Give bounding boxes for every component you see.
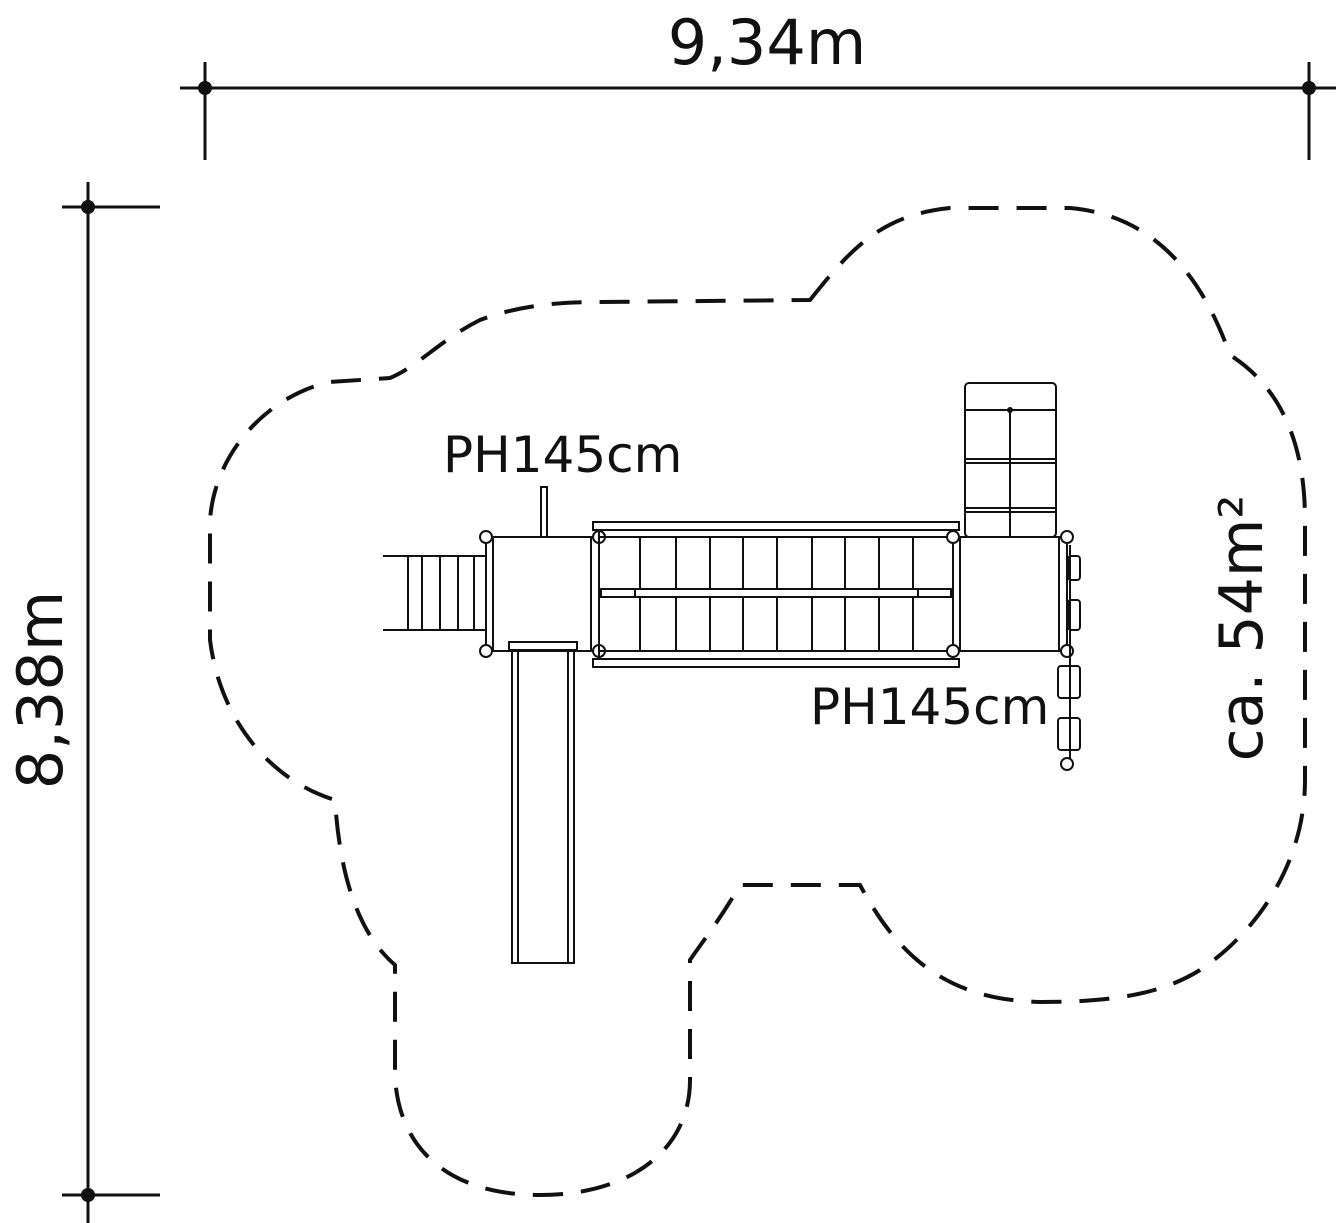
width-dimension-label: 9,34m — [668, 6, 866, 79]
climbing-wall — [964, 382, 1057, 538]
width-dimension: 9,34m — [180, 6, 1336, 160]
safety-area-label: ca. 54m² — [1207, 495, 1277, 762]
safety-zone-outline — [208, 206, 1307, 1198]
slide — [508, 641, 578, 964]
left-platform — [479, 486, 606, 658]
width-dimension-end-dot — [198, 81, 212, 95]
height-dimension-end-dot — [81, 1188, 95, 1202]
right-platform-height-label: PH145cm — [810, 678, 1049, 736]
height-dimension: 8,38m — [4, 182, 160, 1223]
climbing-holds — [1057, 545, 1081, 771]
height-dimension-end-dot — [81, 200, 95, 214]
bridge — [592, 521, 960, 668]
height-dimension-label: 8,38m — [4, 591, 77, 789]
right-platform — [946, 530, 1074, 658]
width-dimension-end-dot — [1302, 81, 1316, 95]
play-structure: PH145cm PH145cm — [383, 382, 1081, 964]
left-ladder — [383, 555, 486, 631]
left-platform-height-label: PH145cm — [443, 426, 682, 484]
